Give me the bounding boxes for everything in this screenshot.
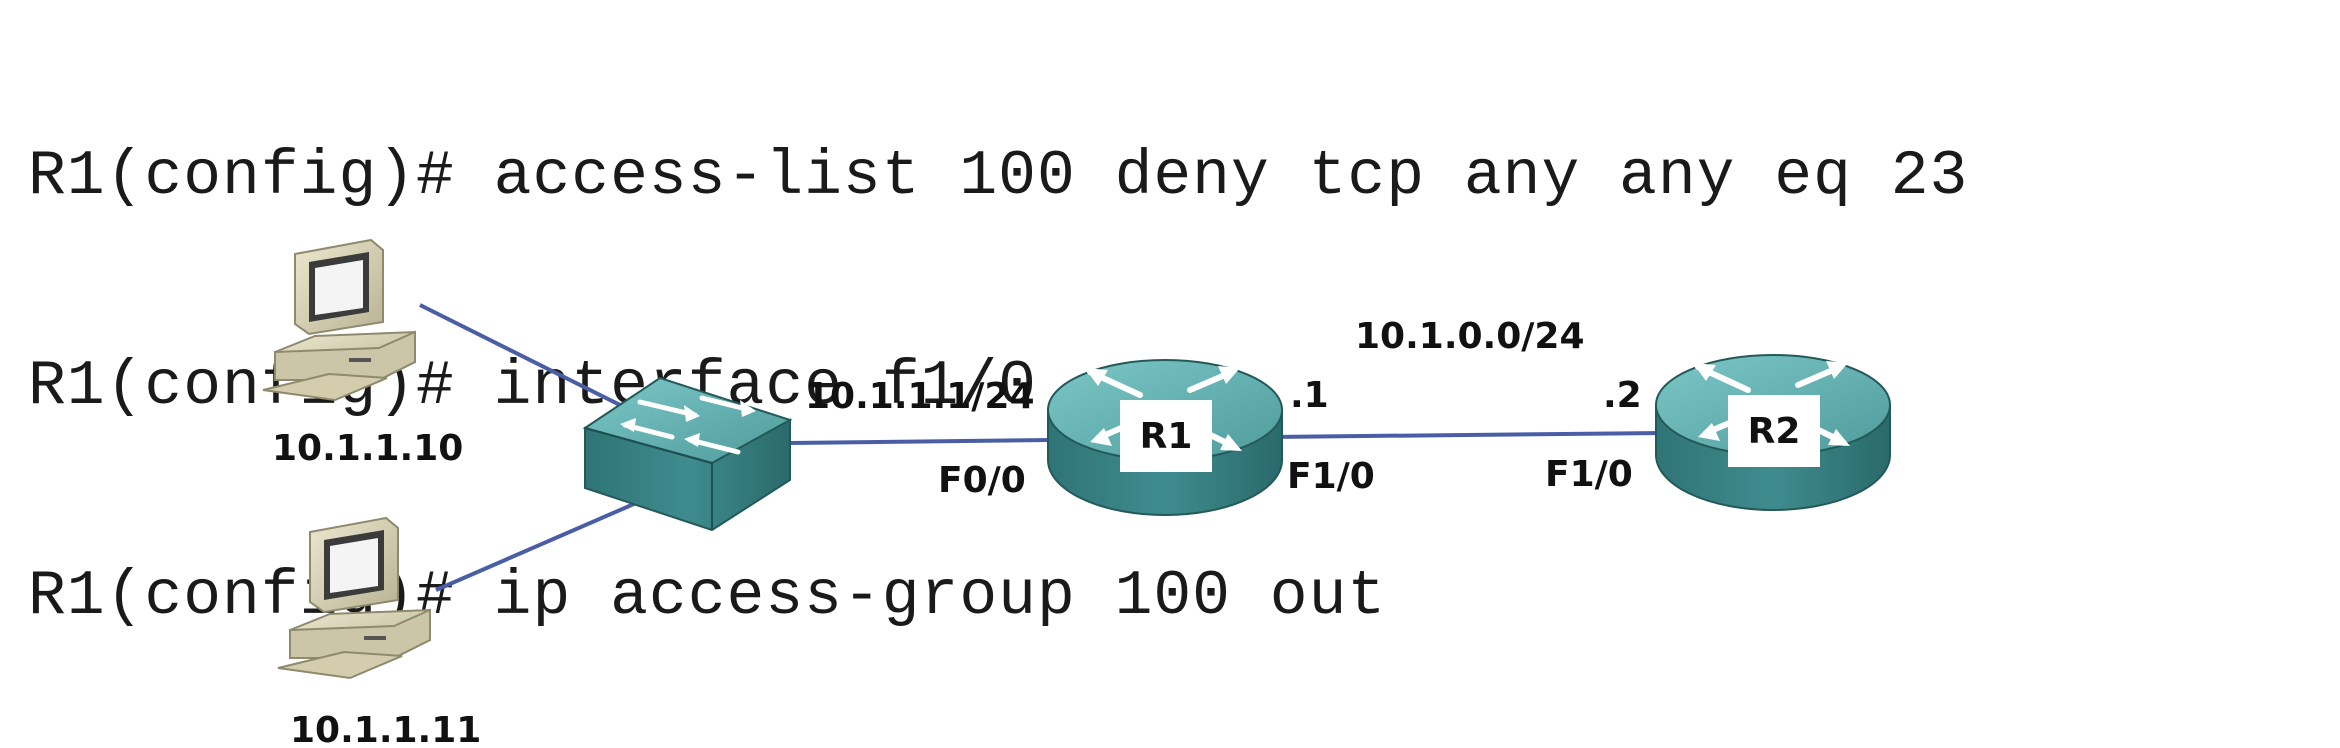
r1-lan-ip-label: 10.1.1.1/24 <box>805 376 1035 417</box>
labels: 10.1.1.10 10.1.1.11 10.1.1.1/24 F0/0 10.… <box>272 316 1642 748</box>
r1-wan-iface-label: F1/0 <box>1287 456 1375 497</box>
r1-wan-host-label: .1 <box>1290 375 1329 416</box>
link-switch-r1 <box>789 438 1051 445</box>
router-r2-icon: R2 <box>1655 354 1891 511</box>
router-r2-name: R2 <box>1748 411 1801 452</box>
host1-ip-label: 10.1.1.10 <box>272 428 463 469</box>
host2-ip-label: 10.1.1.11 <box>290 710 481 748</box>
r2-wan-iface-label: F1/0 <box>1545 454 1633 495</box>
link-r1-r2 <box>1269 431 1661 439</box>
r2-wan-host-label: .2 <box>1603 375 1642 416</box>
cli-line-1: R1(config)# access-list 100 deny tcp any… <box>28 141 1969 212</box>
pc-icon <box>277 517 431 679</box>
pc-icon <box>262 239 416 401</box>
router-r1-name: R1 <box>1140 416 1193 457</box>
wan-network-label: 10.1.0.0/24 <box>1355 316 1585 357</box>
switch-icon <box>582 376 793 532</box>
link-host2-switch <box>435 495 651 592</box>
cli-line-2: R1(config)# interface f1/0 <box>28 351 1037 422</box>
link-host1-switch <box>419 303 651 422</box>
router-r1-icon: R1 <box>1047 359 1283 516</box>
links <box>419 303 1661 592</box>
r1-lan-iface-label: F0/0 <box>938 460 1026 501</box>
